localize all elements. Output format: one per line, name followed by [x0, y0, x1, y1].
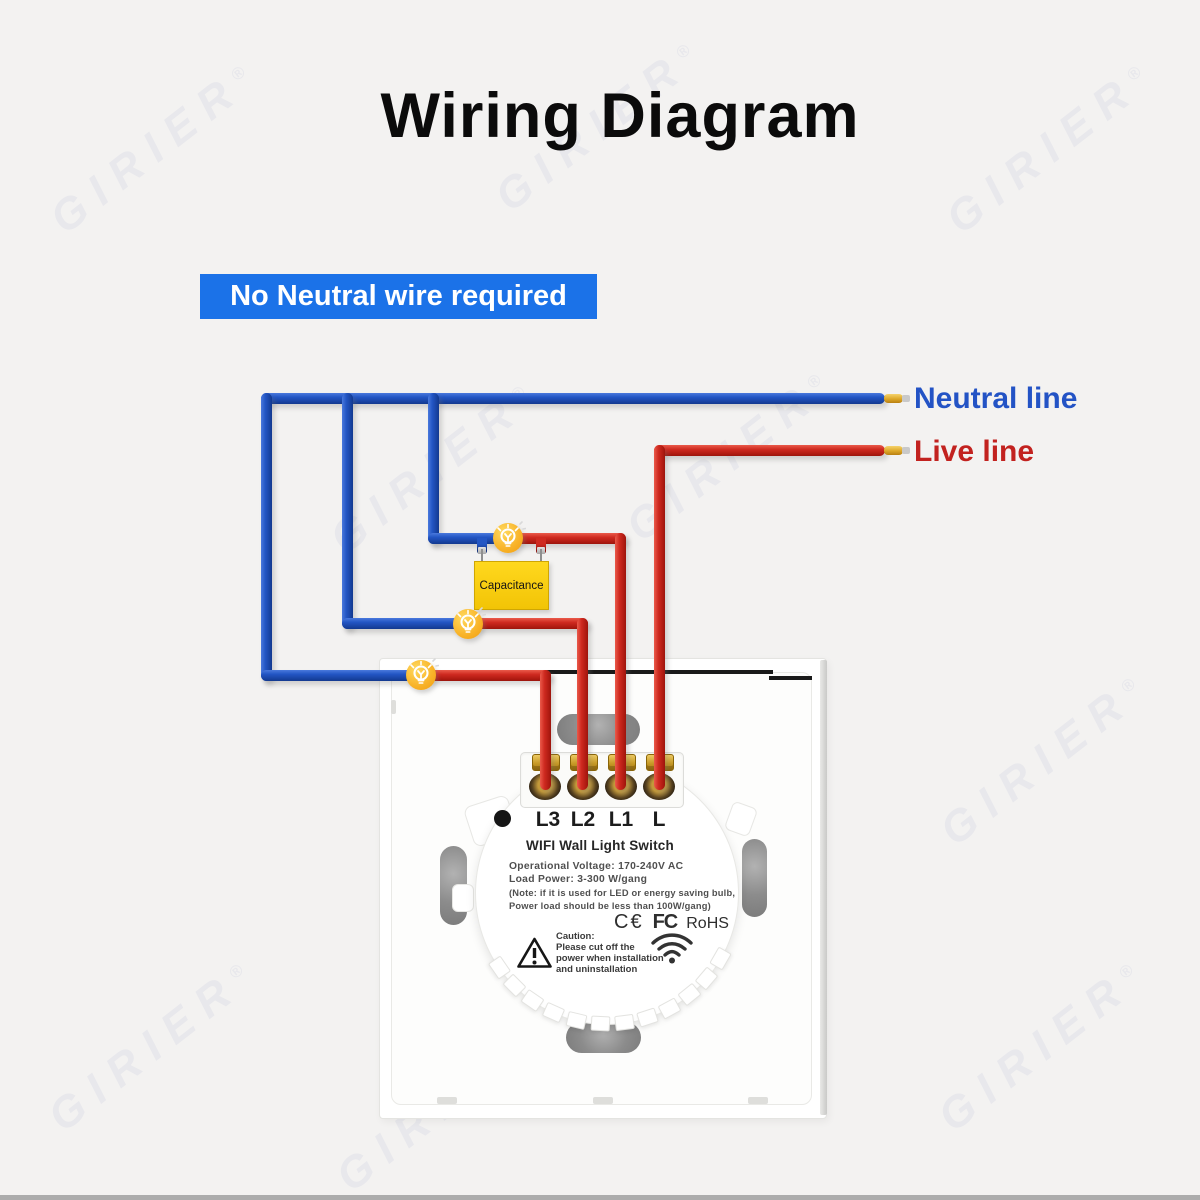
no-neutral-banner: No Neutral wire required [200, 274, 597, 319]
neutral-drop-1-wire [261, 393, 272, 681]
neutral-branch-bulb-3-wire [261, 670, 427, 681]
caution-text: Caution: Please cut off the power when i… [556, 931, 664, 975]
neutral-line-label: Neutral line [914, 382, 1078, 415]
terminal-label-l3: L3 [535, 808, 561, 831]
wifi-icon [651, 933, 693, 964]
spec-note-line1: (Note: if it is used for LED or energy s… [509, 888, 736, 898]
neutral-branch-bulb-2-wire [342, 618, 474, 629]
light-bulb-icon [490, 520, 526, 556]
live-wire-main-wire [654, 445, 885, 456]
mounting-slot-right [742, 839, 767, 917]
terminal-label-l1: L1 [608, 808, 634, 831]
plate-tab [593, 1097, 613, 1104]
plate-tab [391, 700, 396, 714]
rohs-mark: RoHS [686, 915, 729, 932]
panel-side-edge [820, 660, 827, 1115]
warning-triangle-icon [517, 937, 552, 968]
live-drop-terminal-l1-wire [615, 533, 626, 790]
capacitor-lead-blue [477, 538, 487, 554]
live-drop-terminal-l3-wire [540, 670, 551, 790]
bottom-gray-strip [0, 1195, 1200, 1200]
light-bulb-icon [450, 606, 486, 642]
live-branch-bulb-2-wire [473, 618, 588, 629]
neutral-branch-bulb-1-wire [428, 533, 514, 544]
live-line-label: Live line [914, 435, 1035, 468]
fcc-mark: FC [652, 911, 679, 933]
capacitance-box: Capacitance [474, 561, 549, 610]
terminal-label-l: L [652, 808, 666, 831]
plate-top-slot-step [769, 676, 812, 680]
plate-tab [437, 1097, 457, 1104]
caution-title: Caution: [556, 931, 595, 942]
live-wire-ferrule [902, 447, 910, 454]
neutral-drop-3-wire [428, 393, 439, 544]
module-tooth [590, 1015, 611, 1032]
spec-note-line2: Power load should be less than 100W/gang… [509, 901, 711, 911]
capacitor-wire-thin [481, 549, 483, 563]
live-branch-bulb-3-wire [426, 670, 551, 681]
module-bump-left [452, 884, 474, 912]
neutral-wire-tip [884, 394, 903, 403]
module-tooth [613, 1014, 635, 1032]
girier-watermark: GIRIER® [39, 960, 251, 1142]
capacitor-lead-red [536, 538, 546, 554]
neutral-drop-2-wire [342, 393, 353, 629]
certification-marks: C€ FC RoHS [614, 911, 729, 934]
girier-watermark: GIRIER® [929, 960, 1141, 1142]
live-branch-bulb-1-wire [513, 533, 626, 544]
mounting-slot-top [557, 714, 640, 745]
girier-watermark: GIRIER® [931, 674, 1143, 856]
neutral-wire-ferrule [902, 395, 910, 402]
ce-mark: C€ [614, 911, 644, 933]
plate-tab [748, 1097, 768, 1104]
led-indicator-dot [494, 810, 511, 827]
spec-load-power: Load Power: 3-300 W/gang [509, 874, 648, 885]
live-drop-terminal-l-wire [654, 445, 665, 790]
live-wire-tip [884, 446, 903, 455]
capacitor-wire-thin [540, 549, 542, 563]
page-title: Wiring Diagram [380, 81, 860, 151]
product-name: WIFI Wall Light Switch [526, 838, 674, 853]
neutral-wire-main-wire [261, 393, 885, 404]
terminal-label-l2: L2 [570, 808, 596, 831]
live-drop-terminal-l2-wire [577, 618, 588, 790]
spec-voltage: Operational Voltage: 170-240V AC [509, 861, 684, 872]
light-bulb-icon [403, 657, 439, 693]
